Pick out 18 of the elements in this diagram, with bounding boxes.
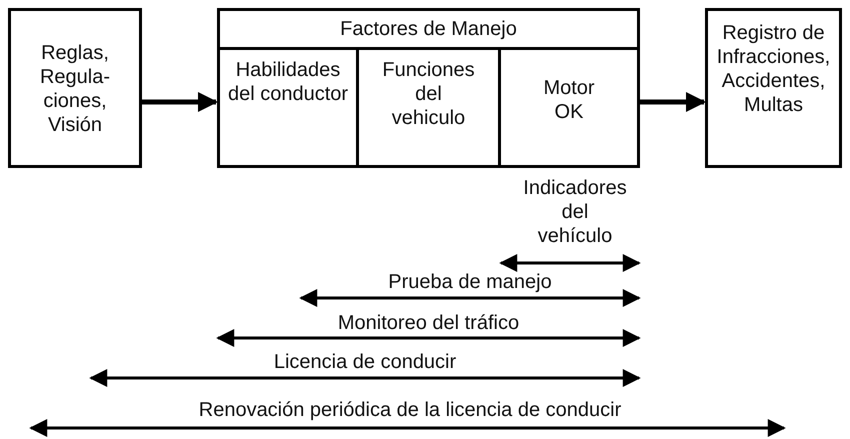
group-heading: Factores de Manejo [339,17,518,41]
cell-box [220,47,359,165]
box-text: Registro de Infracciones, Accidentes, Multas [716,21,832,117]
arrow [142,92,218,112]
range-label: Prueba de manejo [387,270,553,294]
box-text: Habilidades del conductor [226,58,350,106]
range-label: Indicadores del vehículo [522,176,628,248]
process-box [705,8,842,168]
box-text: Motor OK [542,76,596,124]
range-label: Renovación periódica de la licencia de conducir [198,398,622,422]
group-box [217,8,640,168]
box-text: Funciones del vehiculo [381,58,476,130]
cell-box [359,47,501,165]
arrow [640,92,706,112]
process-box [8,8,142,168]
range-label: Licencia de conducir [272,350,458,374]
box-text: Reglas, Regula- ciones, Visión [38,41,112,137]
range-label: Monitoreo del tráfico [336,311,520,335]
